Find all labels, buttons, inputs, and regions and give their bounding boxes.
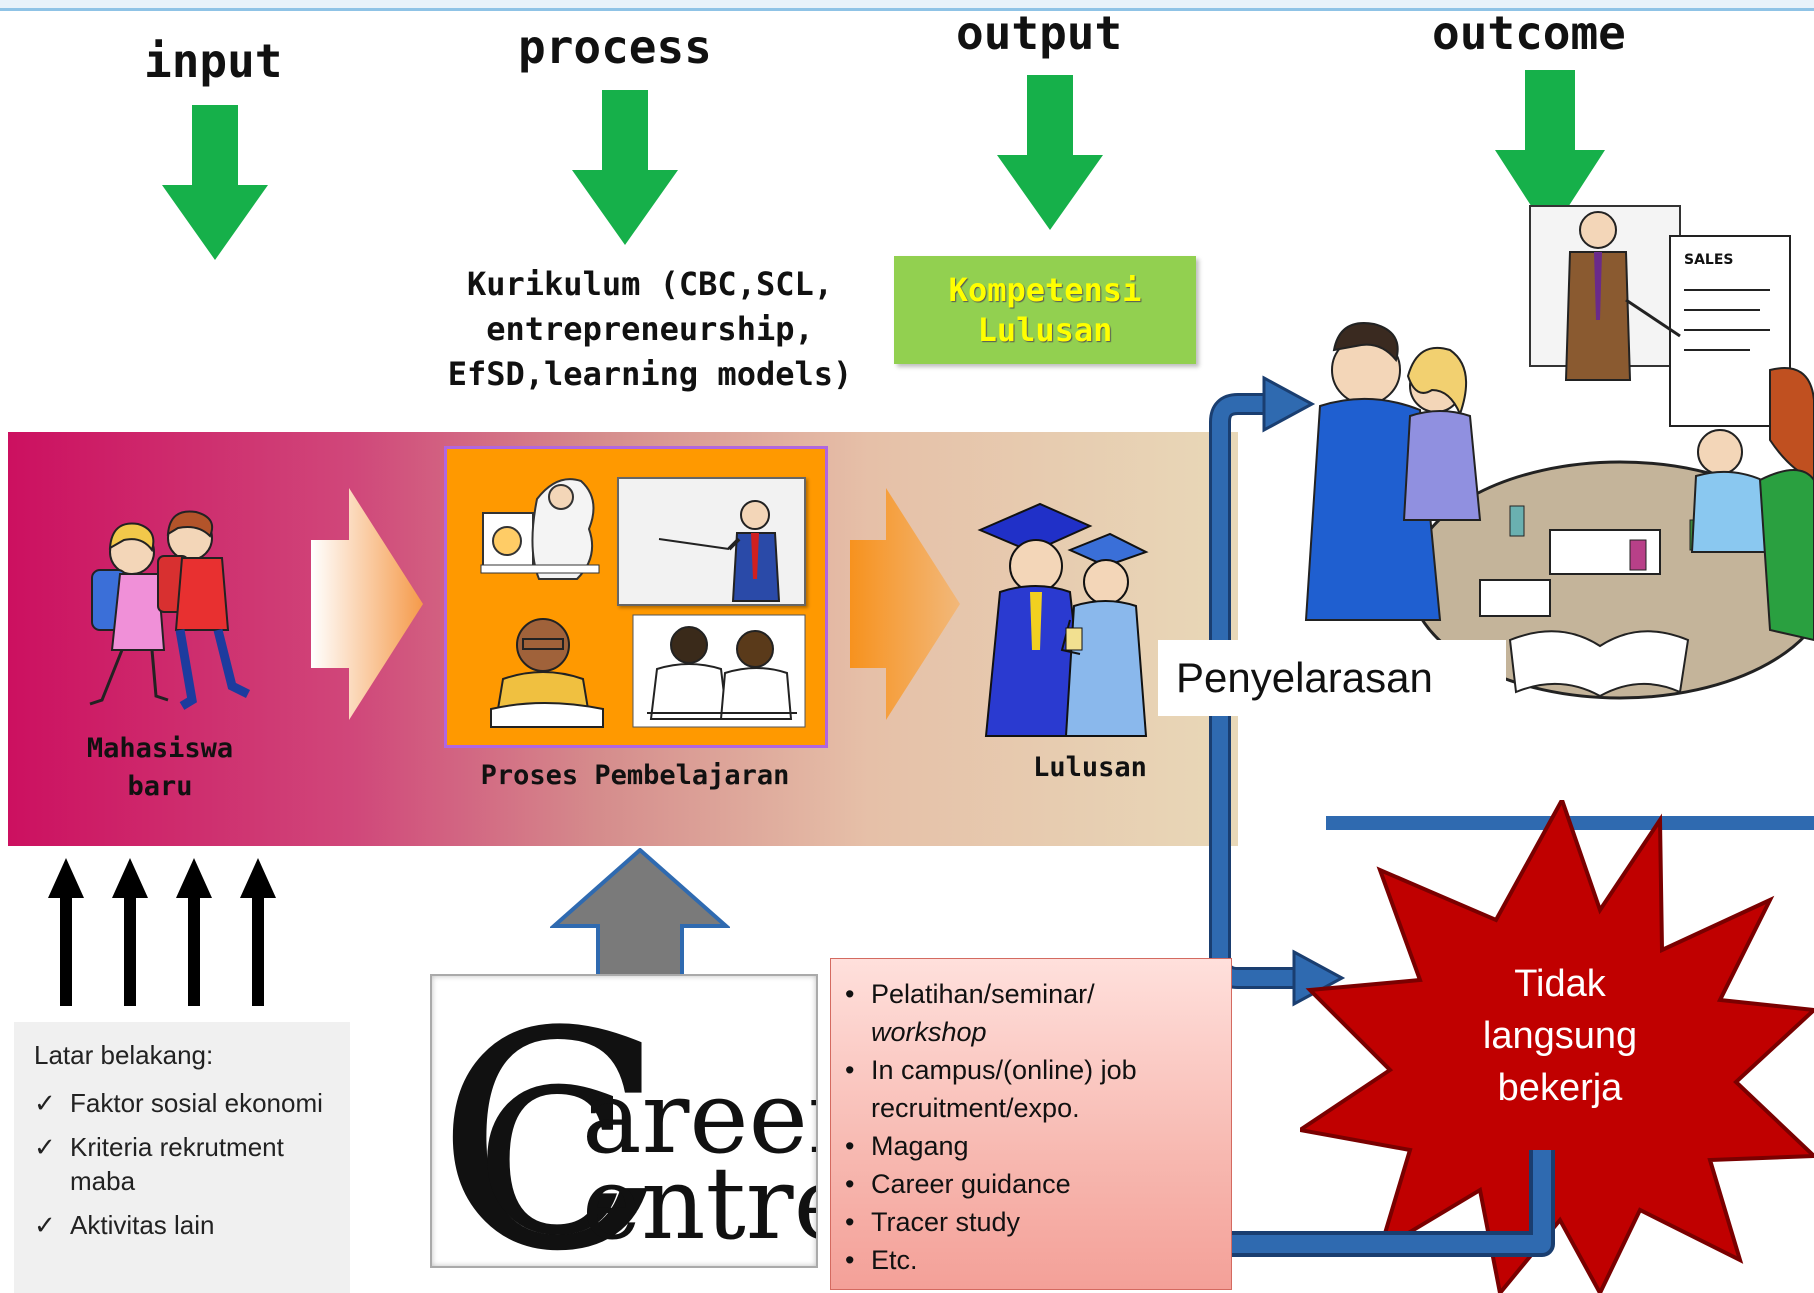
student-reading-image [490, 618, 604, 728]
input-down-arrow [162, 105, 268, 260]
career-centre-logo-art: C C areer entre [436, 968, 856, 1293]
students-writing-image [632, 614, 806, 728]
activity-item-1: Pelatihan/seminar/ workshop [831, 975, 1221, 1051]
output-down-arrow [997, 75, 1103, 230]
mahasiswa-baru-label: Mahasiswa baru [60, 730, 260, 806]
black-up-arrows [48, 858, 276, 1006]
svg-text:SALES: SALES [1684, 252, 1734, 268]
business-meeting-image: SALES [1304, 205, 1814, 700]
latar-belakang-title: Latar belakang: [34, 1040, 214, 1070]
stage-label-output: output [956, 6, 1123, 60]
latar-item-3: Aktivitas lain [32, 1208, 332, 1242]
graduates-image [977, 502, 1149, 737]
kurikulum-line-1: Kurikulum (CBC,SCL, [466, 265, 834, 303]
svg-text:entre: entre [582, 1145, 816, 1262]
activity-item-6: Etc. [831, 1241, 1221, 1279]
tidak-bekerja-text: Tidak langsung bekerja [1440, 958, 1680, 1114]
kompetensi-line-1: Kompetensi [948, 271, 1142, 309]
latar-belakang-list: Faktor sosial ekonomi Kriteria rekrutmen… [32, 1086, 332, 1252]
mahasiswa-line-2: baru [127, 771, 193, 802]
svg-text:areer: areer [582, 1059, 816, 1176]
stage-label-outcome: outcome [1432, 6, 1626, 60]
band-chevron-arrow-1 [311, 488, 423, 720]
lab-research-image [480, 478, 600, 580]
stage-label-input: input [144, 34, 283, 88]
mahasiswa-line-1: Mahasiswa [86, 733, 234, 764]
penyelarasan-label: Penyelarasan [1158, 640, 1506, 716]
gray-up-arrow [550, 848, 730, 978]
band-chevron-arrow-2 [850, 488, 960, 720]
outcome-down-arrow [1495, 70, 1605, 235]
latar-item-2: Kriteria rekrutment maba [32, 1130, 332, 1198]
process-down-arrow [572, 90, 678, 245]
kurikulum-text: Kurikulum (CBC,SCL, entrepreneurship, Ef… [430, 262, 870, 397]
latar-item-1: Faktor sosial ekonomi [32, 1086, 332, 1120]
career-centre-logo: C C areer entre [430, 968, 856, 1293]
activity-item-4: Career guidance [831, 1165, 1221, 1203]
svg-text:C: C [436, 976, 666, 1266]
kompetensi-line-2: Lulusan [977, 311, 1113, 349]
proses-pembelajaran-label: Proses Pembelajaran [480, 760, 790, 791]
lulusan-label: Lulusan [1033, 752, 1147, 783]
career-activities-list: Pelatihan/seminar/ workshop In campus/(o… [831, 975, 1221, 1279]
tidak-bekerja-line-1: Tidak [1514, 963, 1606, 1005]
top-border [0, 0, 1814, 11]
latar-belakang-box: Latar belakang: Faktor sosial ekonomi Kr… [14, 1022, 350, 1293]
activity-item-2: In campus/(online) job recruitment/expo. [831, 1051, 1221, 1127]
activity-item-5: Tracer study [831, 1203, 1221, 1241]
teacher-whiteboard-image [617, 477, 806, 606]
tidak-bekerja-starburst [1300, 800, 1814, 1293]
tidak-bekerja-line-3: bekerja [1497, 1067, 1623, 1109]
tidak-bekerja-line-2: langsung [1482, 1015, 1638, 1057]
activity-item-1-text: Pelatihan/seminar/ [871, 979, 1095, 1009]
learning-process-box [444, 446, 828, 748]
kompetensi-lulusan-box: Kompetensi Lulusan [894, 256, 1196, 364]
activity-item-1-italic: workshop [871, 1017, 987, 1047]
kurikulum-line-3: EfSD,learning models) [447, 355, 853, 393]
activity-item-3: Magang [831, 1127, 1221, 1165]
kurikulum-line-2: entrepreneurship, [486, 310, 814, 348]
students-walking-image [89, 510, 251, 710]
svg-text:C: C [476, 1047, 629, 1266]
career-activities-box: Pelatihan/seminar/ workshop In campus/(o… [830, 958, 1232, 1290]
stage-label-process: process [518, 20, 712, 74]
